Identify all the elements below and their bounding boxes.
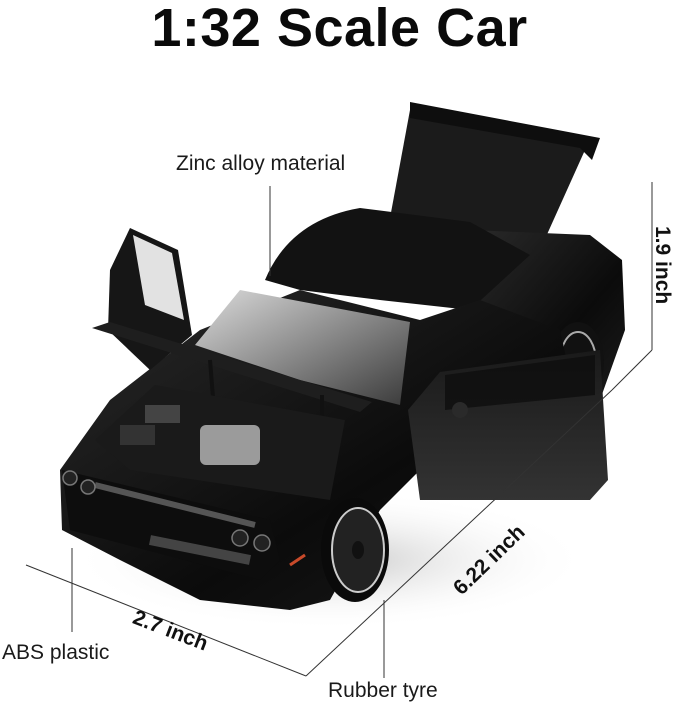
grille bbox=[94, 482, 256, 528]
callout-rubber-tyre: Rubber tyre bbox=[328, 679, 438, 702]
front-wheel-icon bbox=[321, 498, 389, 602]
windshield bbox=[195, 290, 410, 405]
width-dimension-line bbox=[25, 564, 307, 677]
side-marker bbox=[289, 553, 306, 567]
side-mirror bbox=[452, 402, 468, 418]
right-door bbox=[408, 350, 608, 500]
headlight-right bbox=[231, 529, 249, 547]
roof bbox=[265, 208, 530, 310]
trunk-lid bbox=[385, 102, 600, 250]
page-title: 1:32 Scale Car bbox=[151, 0, 528, 58]
length-dimension-line bbox=[305, 389, 613, 677]
headlight-left bbox=[62, 470, 78, 486]
height-dimension-label: 1.9 inch bbox=[651, 226, 674, 305]
callout-abs-plastic: ABS plastic bbox=[2, 641, 110, 664]
hood bbox=[92, 322, 372, 412]
callout-zinc-alloy: Zinc alloy material bbox=[176, 152, 346, 175]
engine-block bbox=[200, 425, 260, 465]
